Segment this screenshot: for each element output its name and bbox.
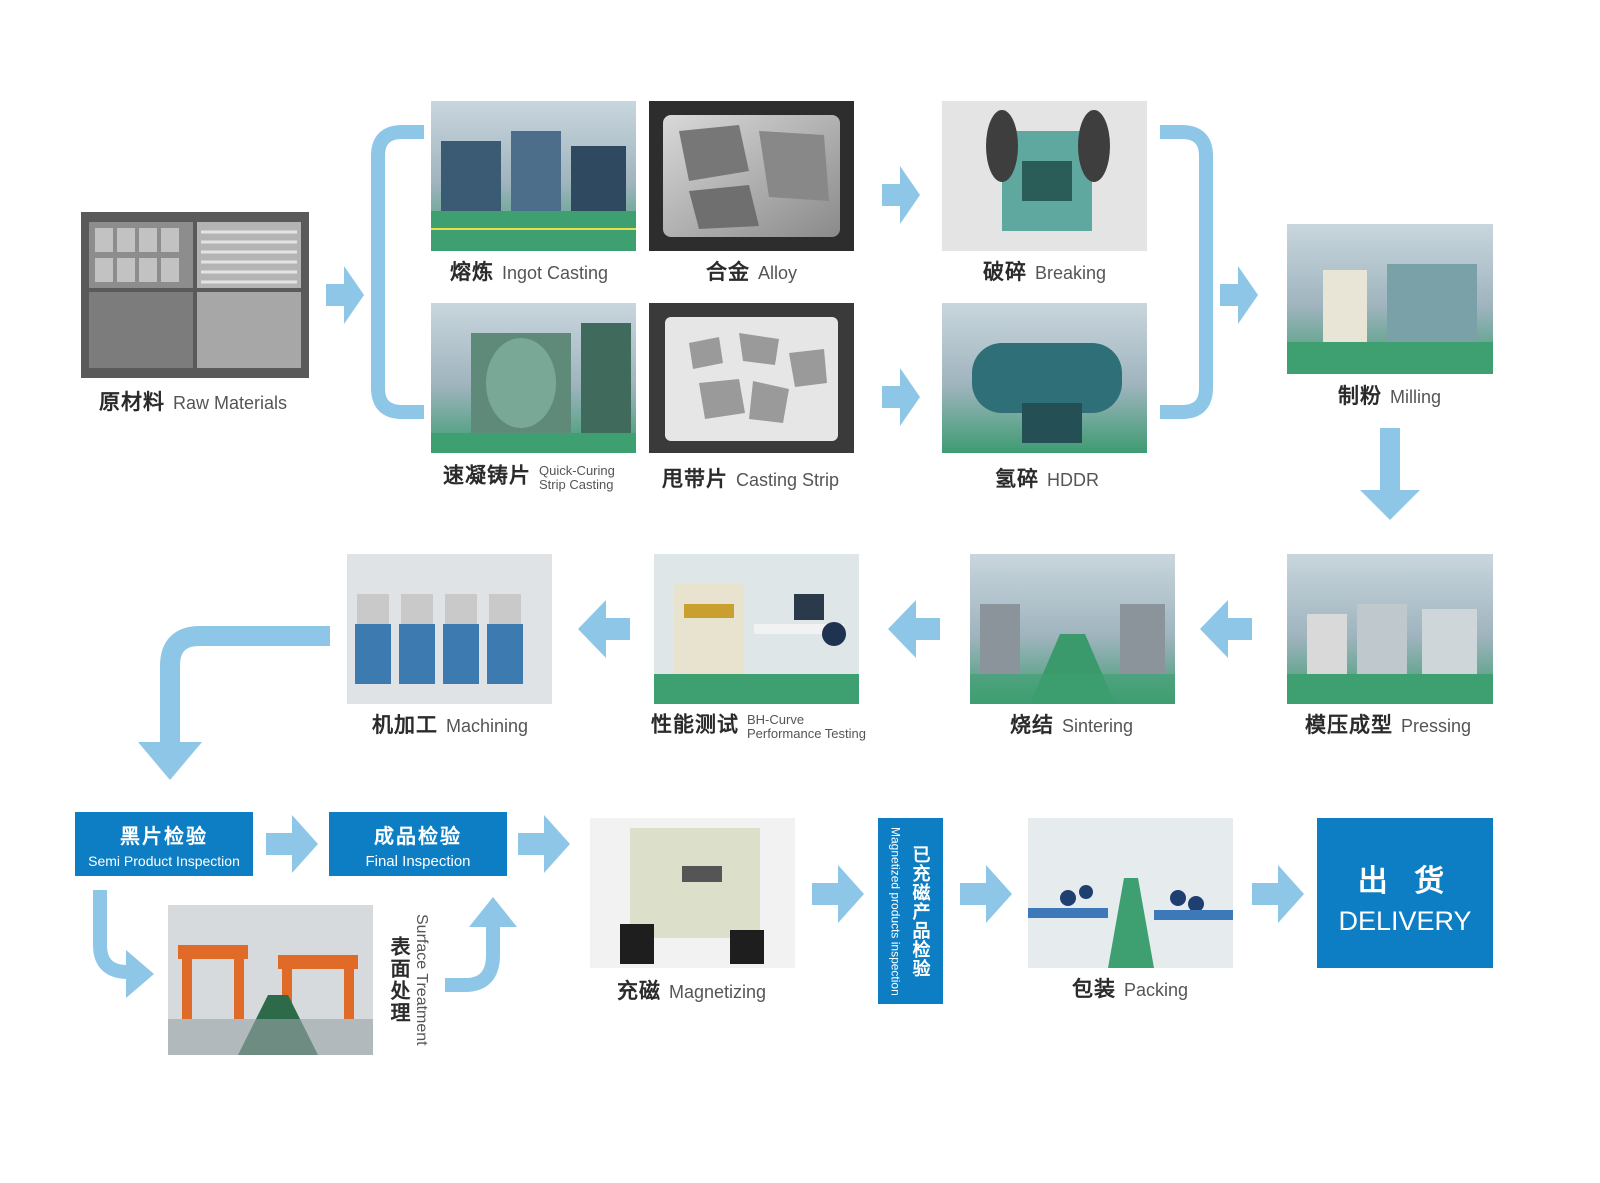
machining-photo (347, 554, 552, 704)
left-bracket (366, 124, 426, 420)
surface-treatment-photo (168, 905, 373, 1055)
hddr-photo (942, 303, 1147, 453)
casting-strip-photo (649, 303, 854, 453)
magnetizing-photo (590, 818, 795, 968)
performance-testing-photo (654, 554, 859, 704)
sintering-photo (970, 554, 1175, 704)
arrow-right-icon (518, 815, 570, 873)
pressing-photo (1287, 554, 1493, 704)
surface-treatment-en: Surface Treatment (413, 914, 430, 1046)
right-bracket (1158, 124, 1218, 420)
surface-treatment-zh: 表面处理 (387, 936, 411, 1024)
breaking-photo (942, 101, 1147, 251)
arrow-right-icon (326, 266, 364, 324)
arrow-left-icon (578, 600, 630, 658)
magnetized-inspection-box: 已充磁产品检验 Magnetized products inspection (878, 818, 943, 1004)
milling-photo (1287, 224, 1493, 374)
arrow-right-icon (1252, 865, 1304, 923)
semi-inspection-box: 黑片检验 Semi Product Inspection (75, 812, 253, 876)
curved-arrow-up-icon (445, 895, 517, 995)
packing-photo (1028, 818, 1233, 968)
arrow-right-icon (960, 865, 1012, 923)
arrow-right-icon (882, 166, 920, 224)
ingot-casting-photo (431, 101, 636, 251)
arrow-left-icon (888, 600, 940, 658)
final-inspection-box: 成品检验 Final Inspection (329, 812, 507, 876)
raw-materials-photo (81, 212, 309, 378)
arrow-down-icon (1360, 428, 1420, 520)
strip-casting-photo (431, 303, 636, 453)
arrow-right-icon (812, 865, 864, 923)
arrow-right-icon (1220, 266, 1258, 324)
elbow-arrow-icon (130, 626, 330, 782)
alloy-photo (649, 101, 854, 251)
arrow-right-icon (882, 368, 920, 426)
curved-arrow-down-icon (90, 890, 156, 1000)
arrow-right-icon (266, 815, 318, 873)
delivery-box: 出 货 DELIVERY (1317, 818, 1493, 968)
arrow-left-icon (1200, 600, 1252, 658)
